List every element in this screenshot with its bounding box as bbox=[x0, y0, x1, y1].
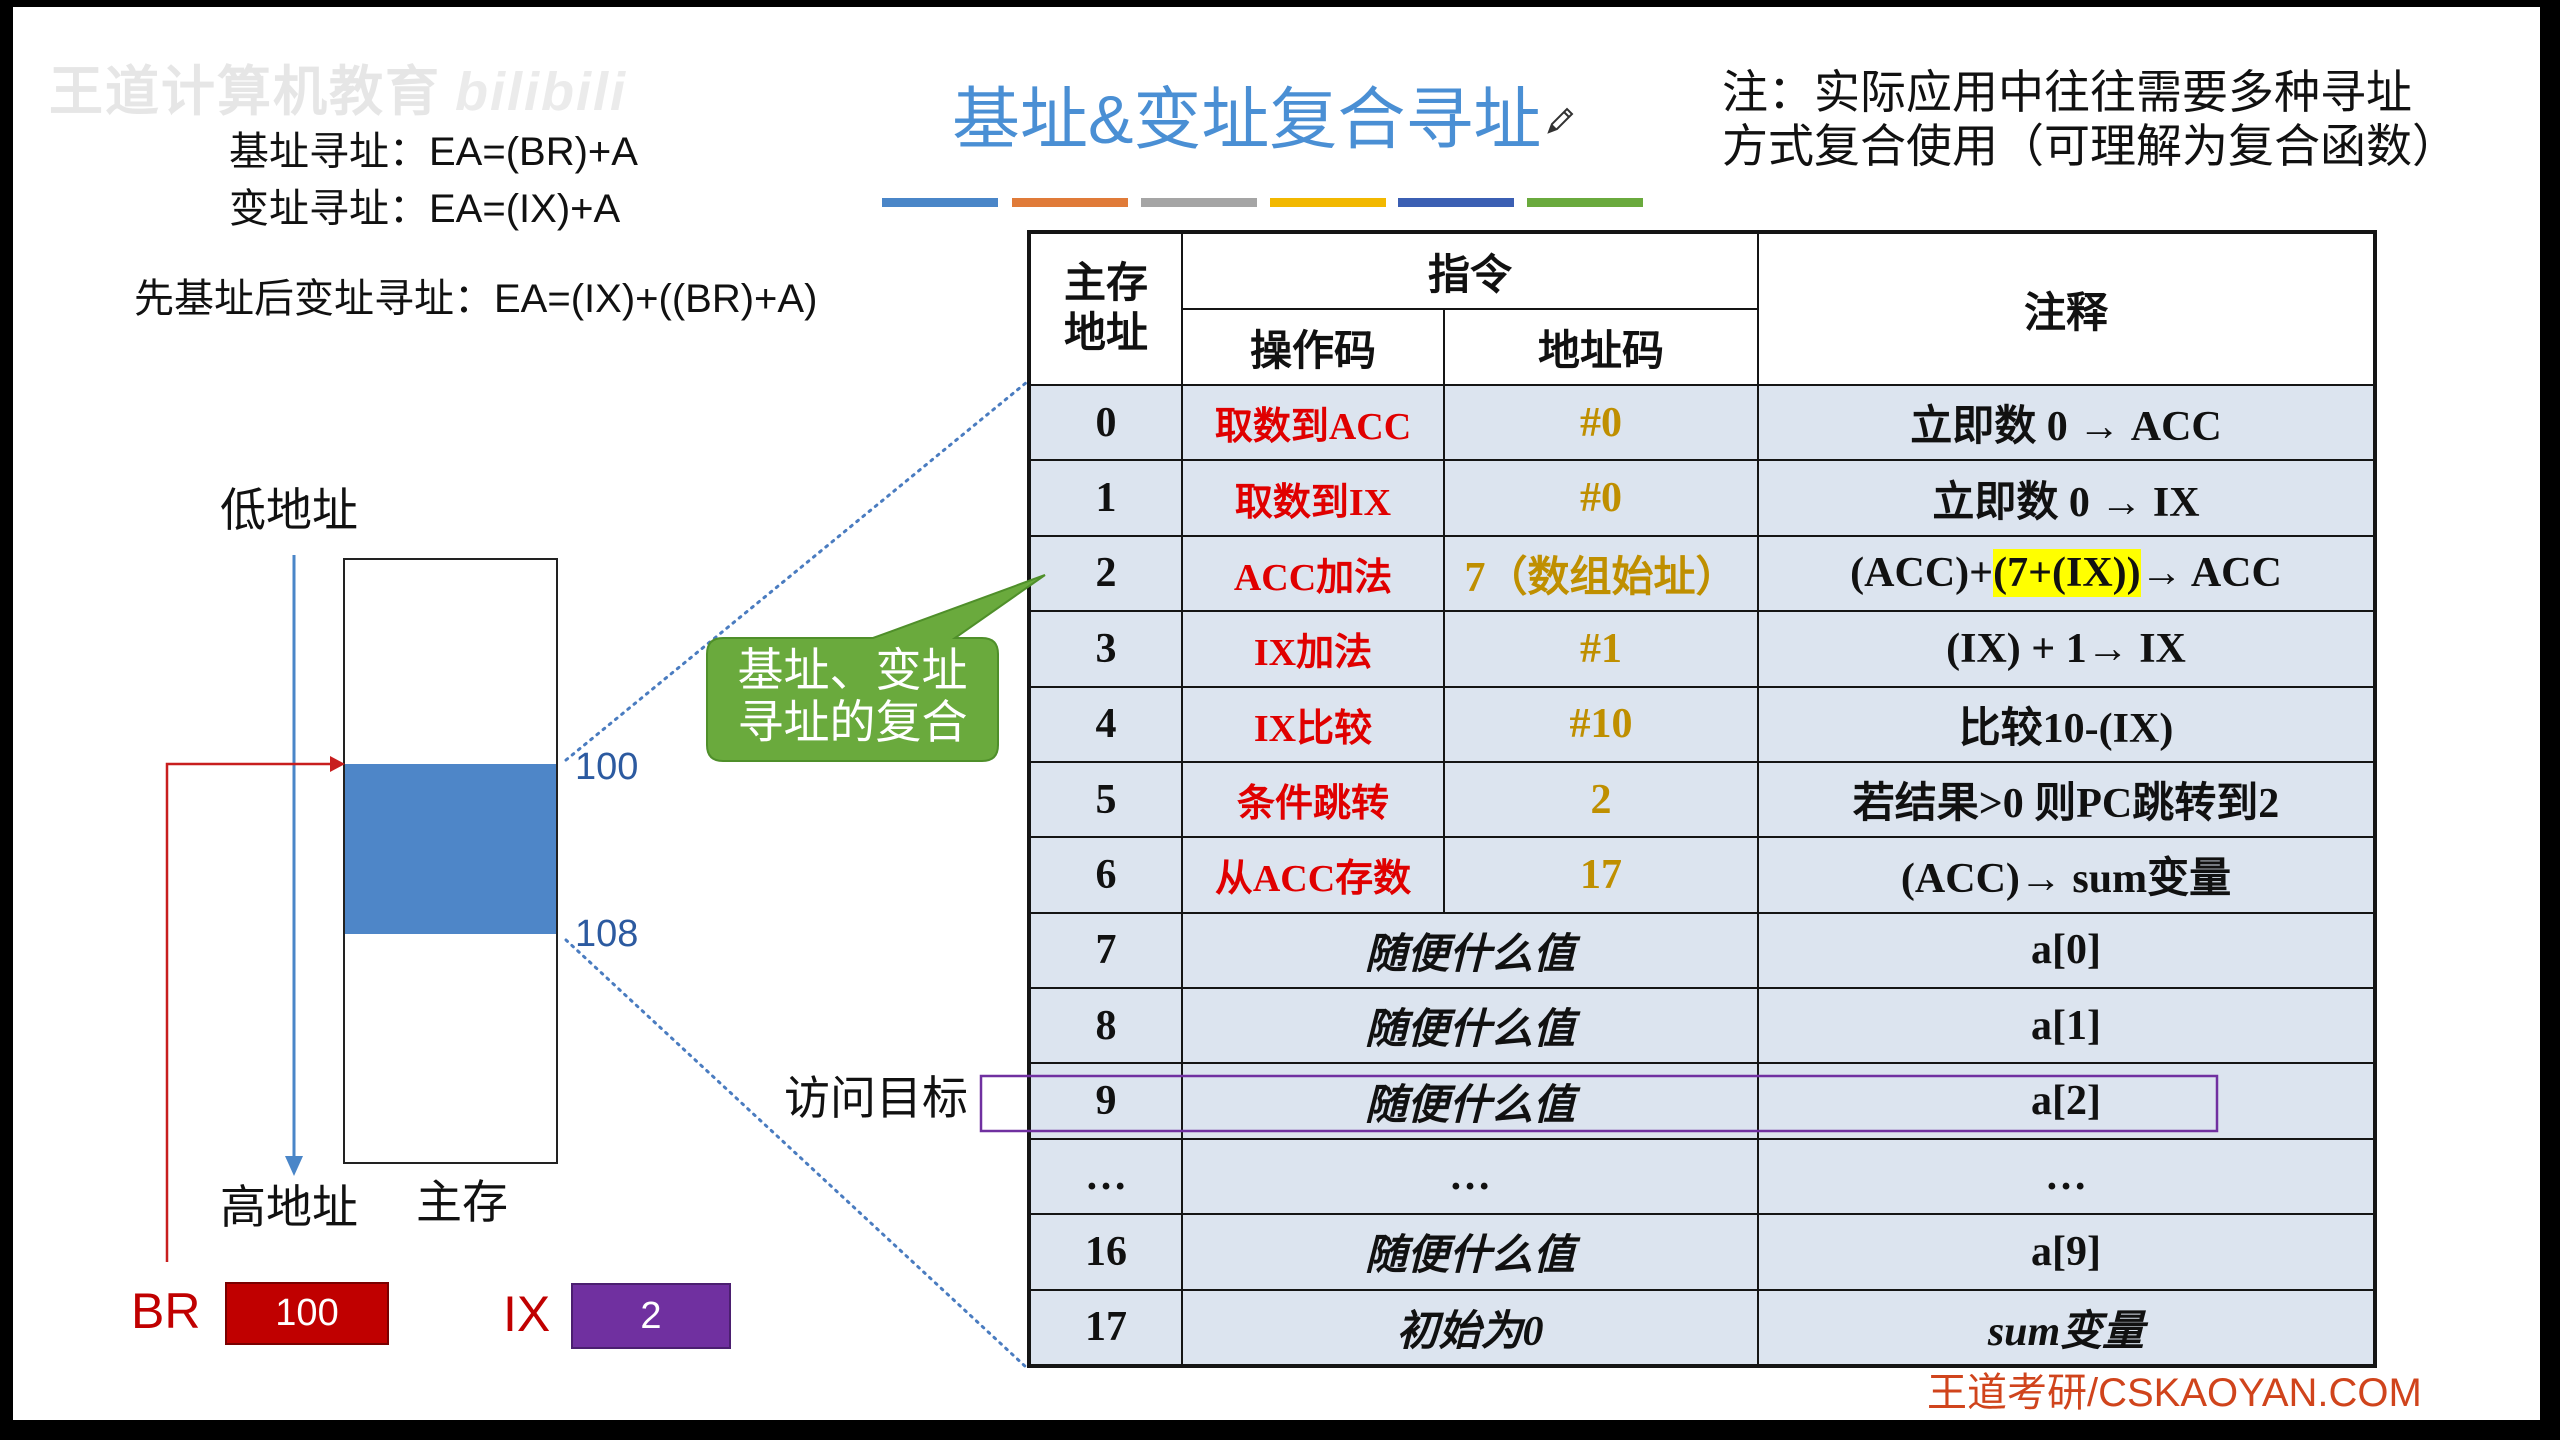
br-register-label: BR bbox=[131, 1283, 201, 1339]
cell-address: 5 bbox=[1031, 762, 1181, 837]
cell-memory-content: 随便什么值 bbox=[1183, 1215, 1757, 1289]
cell-memory-content: 随便什么值 bbox=[1183, 913, 1757, 987]
cell-comment: 比较10-(IX) bbox=[1759, 687, 2373, 761]
cell-comment: a[2] bbox=[1759, 1064, 2373, 1138]
header-address-line-1: 主存 bbox=[1063, 261, 1148, 307]
cell-operand: 7（数组始址） bbox=[1445, 536, 1757, 611]
cell-comment: (ACC)→ sum变量 bbox=[1759, 838, 2373, 912]
header-comment: 注释 bbox=[1759, 234, 2373, 384]
cell-operand: #0 bbox=[1445, 461, 1757, 535]
cell-opcode: ACC加法 bbox=[1183, 536, 1443, 611]
formula-index-addressing: 变址寻址：EA=(IX)+A bbox=[229, 187, 621, 231]
cell-opcode: 从ACC存数 bbox=[1183, 838, 1443, 912]
accent-bar-blue bbox=[882, 198, 998, 207]
cell-address: 7 bbox=[1031, 913, 1181, 987]
cell-operand: #1 bbox=[1445, 612, 1757, 686]
cell-address: 0 bbox=[1031, 386, 1181, 460]
cell-memory-content: … bbox=[1183, 1139, 1757, 1214]
callout-line-2: 寻址的复合 bbox=[737, 697, 968, 748]
cell-opcode: IX加法 bbox=[1183, 612, 1443, 686]
callout-line-1: 基址、变址 bbox=[737, 645, 968, 696]
formula-base-addressing: 基址寻址：EA=(BR)+A bbox=[229, 130, 638, 174]
cell-operand: #10 bbox=[1445, 687, 1757, 761]
cell-address: 3 bbox=[1031, 612, 1181, 686]
cell-comment: a[1] bbox=[1759, 989, 2373, 1063]
footer-brand: 王道考研/CSKAOYAN.COM bbox=[1927, 1371, 2422, 1415]
cell-comment: sum变量 bbox=[1759, 1290, 2373, 1364]
cell-opcode: IX比较 bbox=[1183, 687, 1443, 761]
cell-memory-content: 初始为0 bbox=[1183, 1290, 1757, 1364]
pencil-icon bbox=[1547, 107, 1574, 134]
header-operand: 地址码 bbox=[1445, 310, 1757, 384]
cell-address: 6 bbox=[1031, 838, 1181, 912]
cell-operand: #0 bbox=[1445, 386, 1757, 460]
header-instruction: 指令 bbox=[1183, 234, 1757, 308]
cell-opcode: 取数到IX bbox=[1183, 461, 1443, 535]
main-memory-box bbox=[343, 558, 558, 1164]
memory-array-block bbox=[345, 764, 556, 934]
accent-bar-orange bbox=[1012, 198, 1128, 207]
accent-bar-gray bbox=[1141, 198, 1257, 207]
ix-register-label: IX bbox=[503, 1286, 551, 1342]
cell-address: 9 bbox=[1031, 1064, 1181, 1138]
cell-memory-content: 随便什么值 bbox=[1183, 1064, 1757, 1138]
accent-bar-dark-blue bbox=[1398, 198, 1514, 207]
ix-register-value-box: 2 bbox=[571, 1283, 731, 1349]
slide-title: 基址&变址复合寻址 bbox=[952, 82, 1542, 158]
ix-register-value: 2 bbox=[640, 1294, 662, 1337]
memory-contents-table: 主存 地址 指令 注释 操作码 地址码 0 取数到ACC #0 立即数 0 → … bbox=[1027, 230, 2377, 1368]
cell-address: 8 bbox=[1031, 989, 1181, 1063]
cell-operand: 2 bbox=[1445, 762, 1757, 837]
callout-text: 基址、变址 寻址的复合 bbox=[707, 645, 998, 749]
cell-address: 2 bbox=[1031, 536, 1181, 611]
cell-opcode: 取数到ACC bbox=[1183, 386, 1443, 460]
block-start-address: 100 bbox=[575, 746, 639, 788]
high-address-label: 高地址 bbox=[220, 1182, 358, 1233]
low-address-label: 低地址 bbox=[220, 485, 358, 536]
cell-comment: … bbox=[1759, 1139, 2373, 1214]
cell-comment: a[9] bbox=[1759, 1215, 2373, 1289]
header-address-line-2: 地址 bbox=[1063, 311, 1148, 357]
header-opcode: 操作码 bbox=[1183, 310, 1443, 384]
br-register-value: 100 bbox=[275, 1292, 339, 1334]
watermark-brand: 王道计算机教育 bbox=[49, 62, 441, 122]
cell-comment: (IX) + 1→ IX bbox=[1759, 612, 2373, 686]
br-register-value-box: 100 bbox=[225, 1282, 389, 1345]
note-line-2: 方式复合使用（可理解为复合函数） bbox=[1722, 121, 2458, 172]
cell-address: 17 bbox=[1031, 1290, 1181, 1364]
cell-address: 4 bbox=[1031, 687, 1181, 761]
cell-address: … bbox=[1031, 1139, 1181, 1214]
header-address: 主存 地址 bbox=[1031, 234, 1181, 384]
cell-comment: 立即数 0 → ACC bbox=[1759, 386, 2373, 460]
accent-bar-green bbox=[1527, 198, 1643, 207]
watermark-platform: bilibili bbox=[455, 62, 627, 122]
main-memory-label: 主存 bbox=[416, 1177, 508, 1228]
note-text: 注：实际应用中往往需要多种寻址 方式复合使用（可理解为复合函数） bbox=[1722, 66, 2458, 174]
accent-bar-yellow bbox=[1270, 198, 1386, 207]
cell-address: 1 bbox=[1031, 461, 1181, 535]
cell-address: 16 bbox=[1031, 1215, 1181, 1289]
comment-suffix: → ACC bbox=[2140, 550, 2282, 597]
comment-prefix: (ACC)+ bbox=[1850, 550, 1994, 597]
block-end-address: 108 bbox=[575, 913, 639, 955]
cell-comment: 立即数 0 → IX bbox=[1759, 461, 2373, 535]
cell-comment: (ACC)+(7+(IX))→ ACC bbox=[1759, 536, 2373, 611]
cell-operand: 17 bbox=[1445, 838, 1757, 912]
note-line-1: 注：实际应用中往往需要多种寻址 bbox=[1722, 67, 2412, 118]
access-target-label: 访问目标 bbox=[784, 1073, 968, 1124]
cell-comment: a[0] bbox=[1759, 913, 2373, 987]
cell-comment: 若结果>0 则PC跳转到2 bbox=[1759, 762, 2373, 837]
formula-combined-addressing: 先基址后变址寻址：EA=(IX)+((BR)+A) bbox=[134, 277, 818, 321]
cell-opcode: 条件跳转 bbox=[1183, 762, 1443, 837]
comment-highlight: (7+(IX)) bbox=[1993, 549, 2141, 598]
cell-memory-content: 随便什么值 bbox=[1183, 989, 1757, 1063]
